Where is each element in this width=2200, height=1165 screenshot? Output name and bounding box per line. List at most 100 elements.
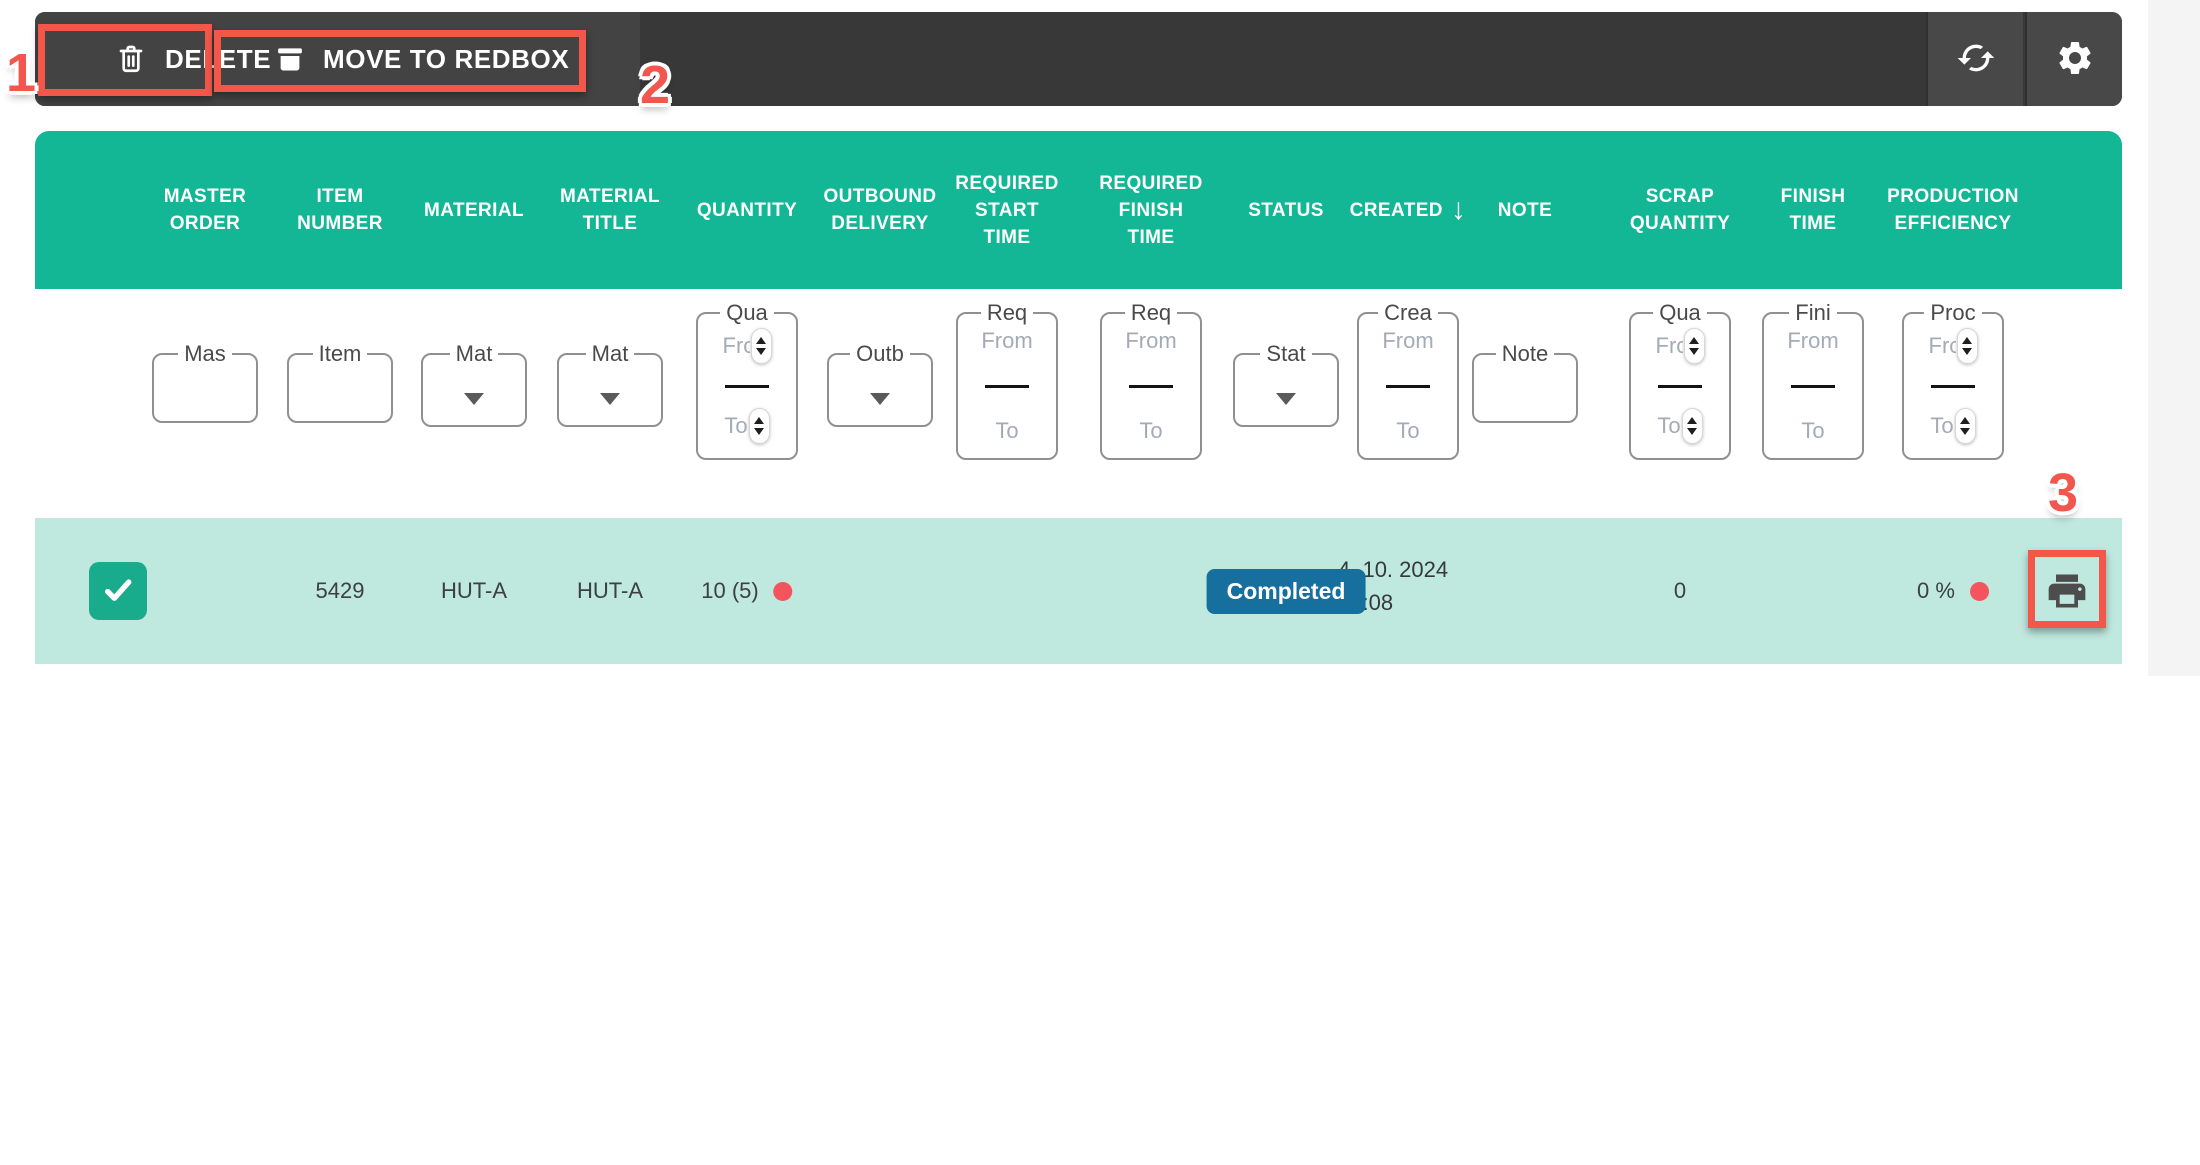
stepper-down-icon[interactable]: [1689, 348, 1699, 355]
stepper-down-icon[interactable]: [1687, 428, 1698, 435]
print-button[interactable]: [2041, 566, 2093, 618]
filter-from-field[interactable]: From: [1125, 328, 1176, 354]
header-label-line: QUANTITY: [1629, 213, 1731, 234]
filter-to-field[interactable]: To: [724, 408, 770, 444]
number-stepper[interactable]: [748, 408, 770, 444]
filter-from-placeholder: From: [1787, 328, 1839, 353]
filter-quantity[interactable]: QuaFromTo: [696, 300, 798, 460]
dropdown-arrow-icon[interactable]: [600, 393, 620, 405]
filter-production-efficiency[interactable]: ProcFromTo: [1902, 300, 2004, 460]
header-label-line: REQUIRED: [955, 172, 1059, 194]
filter-status[interactable]: Stat: [1233, 341, 1339, 427]
filter-from-field[interactable]: From: [1787, 328, 1838, 354]
range-divider: [1386, 384, 1430, 388]
filter-from-field[interactable]: From: [981, 328, 1032, 354]
header-label-line: OUTBOUND: [823, 186, 937, 207]
range-divider: [1931, 384, 1975, 388]
filter-scrap-quantity[interactable]: QuaFromTo: [1629, 300, 1731, 460]
stepper-down-icon[interactable]: [1962, 348, 1972, 355]
header-label-line: START: [975, 199, 1039, 221]
refresh-button[interactable]: [1926, 12, 2023, 106]
filter-from-field[interactable]: From: [723, 328, 772, 364]
filter-item-number[interactable]: Item: [287, 341, 393, 423]
filter-to-field[interactable]: To: [1396, 418, 1419, 444]
filter-to-field[interactable]: To: [1930, 408, 1976, 444]
filter-note[interactable]: Note: [1472, 341, 1578, 423]
header-label-line: EFFICIENCY: [1894, 213, 2012, 234]
column-header-status[interactable]: STATUS: [1201, 131, 1371, 289]
dropdown-arrow-icon[interactable]: [1276, 393, 1296, 405]
header-label-line: TIME: [1127, 226, 1175, 248]
refresh-icon: [1956, 38, 1996, 81]
stepper-up-icon[interactable]: [754, 417, 765, 424]
stepper-up-icon[interactable]: [1687, 417, 1698, 424]
stepper-up-icon[interactable]: [1689, 337, 1699, 344]
archive-box-icon: [275, 44, 305, 74]
filter-to-field[interactable]: To: [995, 418, 1018, 444]
header-label-line: NUMBER: [297, 213, 383, 234]
cell-value-quantity: 10 (5): [701, 578, 759, 603]
filter-from-field[interactable]: From: [1656, 328, 1705, 364]
filter-material-title[interactable]: Mat: [557, 341, 663, 427]
column-header-material[interactable]: MATERIAL: [389, 131, 559, 289]
dropdown-arrow-icon[interactable]: [464, 393, 484, 405]
cell-material-title: HUT-A: [577, 518, 643, 664]
filter-from-field[interactable]: From: [1929, 328, 1978, 364]
row-checkbox[interactable]: [89, 562, 147, 620]
filter-to-field[interactable]: To: [1657, 408, 1703, 444]
filter-to-field[interactable]: To: [1801, 418, 1824, 444]
move-to-redbox-button[interactable]: MOVE TO REDBOX: [275, 12, 569, 106]
stepper-down-icon[interactable]: [756, 348, 766, 355]
header-label-line: FINISH: [1780, 186, 1846, 207]
filter-from-field[interactable]: From: [1382, 328, 1433, 354]
column-header-note[interactable]: NOTE: [1440, 131, 1610, 289]
stepper-down-icon[interactable]: [1960, 428, 1971, 435]
filter-to-placeholder: To: [1801, 418, 1825, 443]
column-header-quantity[interactable]: QUANTITY: [662, 131, 832, 289]
stepper-up-icon[interactable]: [756, 337, 766, 344]
number-stepper[interactable]: [1956, 328, 1978, 364]
filter-master-order[interactable]: Mas: [152, 341, 258, 423]
column-header-created[interactable]: CREATED↓: [1323, 131, 1493, 289]
cell-quantity: 10 (5): [701, 518, 793, 664]
settings-button[interactable]: [2025, 12, 2122, 106]
filter-to-placeholder: To: [1657, 413, 1681, 438]
status-badge: Completed: [1206, 569, 1366, 614]
filter-from-placeholder: From: [1382, 328, 1434, 353]
filter-legend-outbound-delivery: Outb: [856, 341, 904, 366]
number-stepper[interactable]: [750, 328, 772, 364]
column-header-scrap-quantity[interactable]: SCRAP QUANTITY: [1595, 131, 1765, 289]
header-label-line: SCRAP: [1645, 186, 1715, 207]
alert-dot-icon: [773, 581, 793, 601]
delete-button[interactable]: DELETE: [115, 12, 271, 106]
filter-outbound-delivery[interactable]: Outb: [827, 341, 933, 427]
dropdown-arrow-icon[interactable]: [870, 393, 890, 405]
filter-material[interactable]: Mat: [421, 341, 527, 427]
filter-to-field[interactable]: To: [1139, 418, 1162, 444]
number-stepper[interactable]: [1954, 408, 1976, 444]
header-label-line: MASTER: [163, 186, 247, 207]
stepper-up-icon[interactable]: [1960, 417, 1971, 424]
number-stepper[interactable]: [1681, 408, 1703, 444]
stepper-up-icon[interactable]: [1962, 337, 1972, 344]
header-label-row: CREATED↓: [1350, 195, 1467, 225]
stepper-down-icon[interactable]: [754, 428, 765, 435]
trash-icon: [115, 43, 147, 75]
gear-icon: [2055, 38, 2095, 81]
number-stepper[interactable]: [1683, 328, 1705, 364]
